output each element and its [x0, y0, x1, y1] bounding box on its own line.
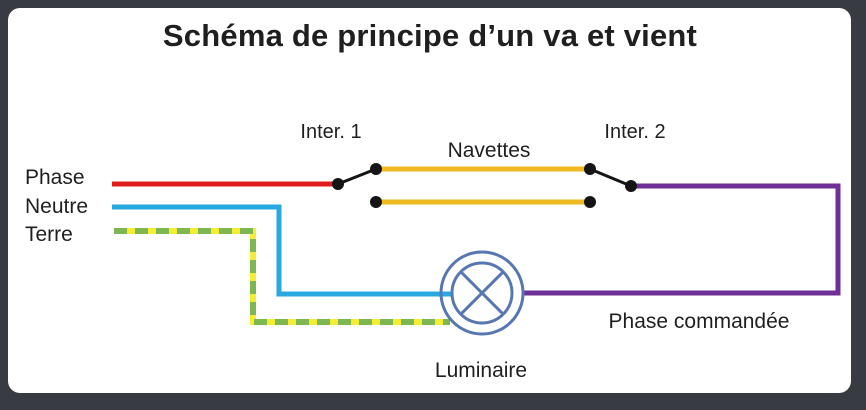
inter2-label: Inter. 2 [604, 121, 666, 143]
inter2-lever [589, 167, 632, 188]
inter1-top-contact [370, 163, 382, 175]
terre-wire-green-dashes [114, 228, 450, 325]
neutre-label: Neutre [25, 195, 89, 218]
inter1-lever [337, 167, 377, 186]
inter1-bottom-contact [370, 196, 382, 208]
luminaire-inner-circle-icon [450, 261, 514, 325]
luminaire-outer-circle-icon [439, 250, 525, 336]
luminaire-label: Luminaire [434, 359, 528, 382]
inter1-label: Inter. 1 [300, 121, 362, 143]
phase-commandee-label: Phase commandée [608, 310, 790, 333]
inter2-bottom-contact [584, 196, 596, 208]
phase-label: Phase [25, 166, 85, 189]
neutre-wire [112, 204, 452, 297]
terre-wire-yellow [114, 228, 450, 325]
inter2-common-contact [625, 180, 637, 192]
luminaire-cross-line-2 [459, 270, 505, 316]
inter2-top-contact [584, 163, 596, 175]
phase-commandee-wire [524, 183, 841, 296]
inter1-common-contact [332, 178, 344, 190]
diagram-title: Schéma de principe d’un va et vient [162, 18, 698, 53]
navettes-label: Navettes [447, 139, 531, 162]
terre-label: Terre [25, 223, 73, 246]
